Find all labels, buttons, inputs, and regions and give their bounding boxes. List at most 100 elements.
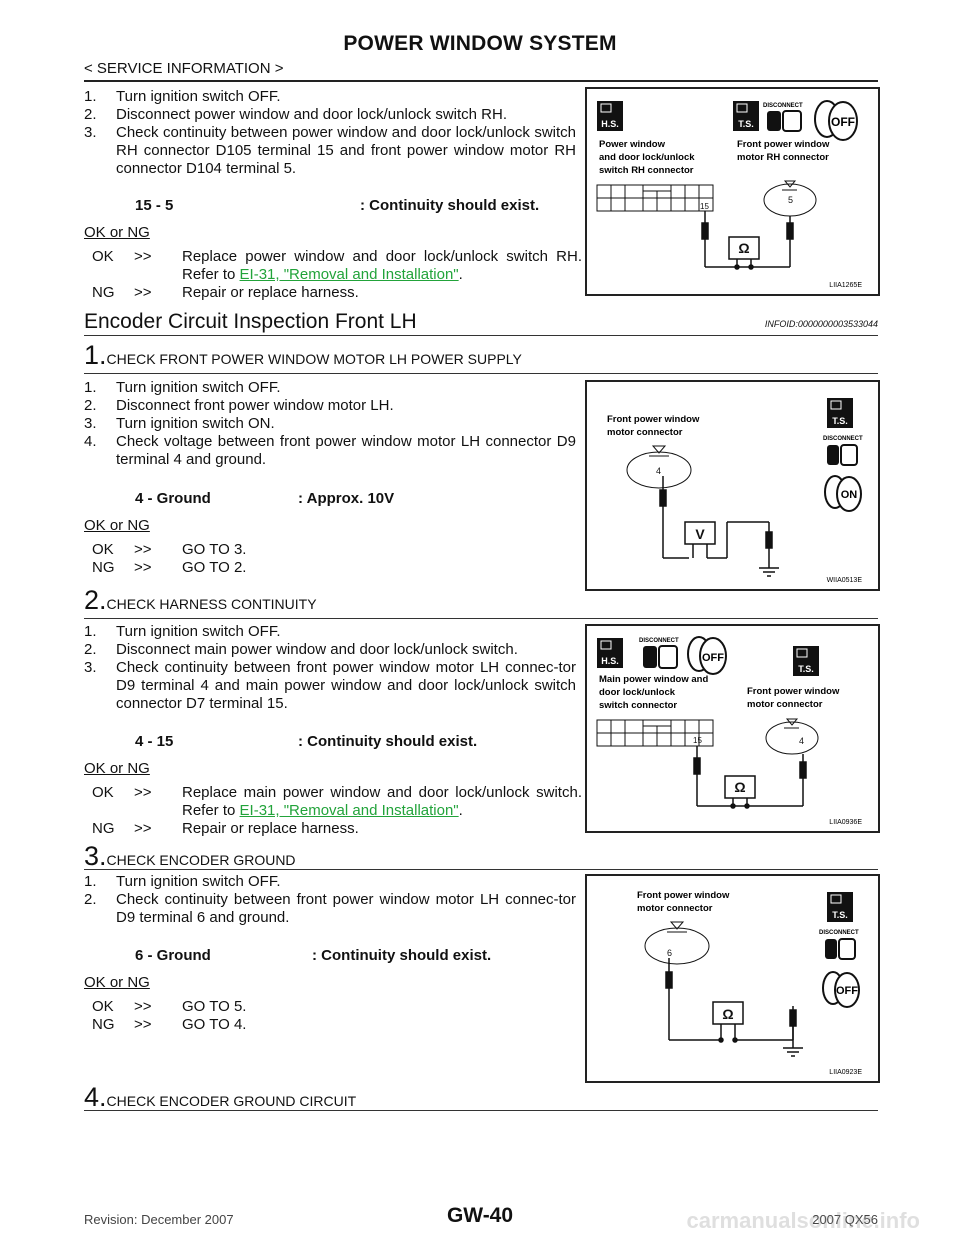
spec-terminals: 6 - Ground — [135, 947, 211, 964]
page-number: GW-40 — [446, 1204, 514, 1227]
step-number: 1. — [84, 88, 97, 105]
step-rule — [84, 618, 878, 619]
figure-motor-lh-voltage: Front power window motor connector T.S. … — [585, 380, 880, 591]
hs-icon: H.S. — [597, 638, 623, 668]
ok-or-ng-heading: OK or NG — [84, 517, 150, 534]
ok-result: OK>>GO TO 5. — [92, 998, 247, 1015]
svg-text:DISCONNECT: DISCONNECT — [763, 103, 803, 109]
list-item: 2.Disconnect main power window and door … — [84, 641, 518, 658]
ng-label: NG — [92, 284, 115, 301]
svg-text:Main power window and: Main power window and — [599, 674, 708, 685]
svg-text:H.S.: H.S. — [601, 119, 619, 129]
page-title: POWER WINDOW SYSTEM — [343, 32, 617, 55]
list-item: 1.Turn ignition switch OFF. — [84, 379, 281, 396]
disconnect-icon — [827, 445, 839, 465]
removal-installation-link[interactable]: EI-31, "Removal and Installation" — [239, 802, 459, 819]
arrow: >> — [134, 284, 152, 301]
svg-text:Ω: Ω — [738, 240, 749, 256]
step-heading-3: 3.CHECK ENCODER GROUND — [84, 841, 296, 871]
header-rule — [84, 80, 878, 82]
svg-text:Front power window: Front power window — [747, 686, 840, 697]
figure-encoder-ground: Front power window motor connector T.S. … — [585, 874, 880, 1083]
ts-icon: T.S. — [733, 101, 759, 131]
svg-text:T.S.: T.S. — [832, 910, 848, 920]
ts-icon: T.S. — [793, 646, 819, 676]
svg-text:V: V — [695, 526, 705, 542]
list-item: 2. Disconnect power window and door lock… — [84, 106, 576, 124]
disconnect-icon: DISCONNECT — [819, 930, 859, 936]
svg-text:Front power window: Front power window — [607, 414, 700, 425]
spec-value: : Continuity should exist. — [298, 733, 478, 750]
svg-text:Ω: Ω — [734, 779, 745, 795]
step-text: Disconnect power window and door lock/un… — [116, 106, 508, 123]
step-heading-4: 4.CHECK ENCODER GROUND CIRCUIT — [84, 1082, 357, 1112]
svg-text:motor connector: motor connector — [637, 903, 713, 914]
ok-or-ng-heading: OK or NG — [84, 224, 150, 241]
watermark: carmanualsonline.info — [686, 1208, 921, 1233]
svg-text:ON: ON — [841, 489, 858, 501]
list-item: 2.Disconnect front power window motor LH… — [84, 397, 394, 414]
svg-text:motor connector: motor connector — [747, 699, 823, 710]
list-item: 3.Turn ignition switch ON. — [84, 415, 275, 432]
figure-code: LIIA0936E — [829, 819, 862, 826]
svg-text:switch RH connector: switch RH connector — [599, 165, 694, 176]
ok-text: Replace power window and door lock/unloc… — [182, 248, 582, 283]
spec-terminals: 15 - 5 — [135, 197, 174, 214]
ohmmeter-probes: Ω — [701, 211, 794, 270]
spec-value: : Continuity should exist. — [312, 947, 492, 964]
svg-text:Ω: Ω — [722, 1006, 733, 1022]
step-heading-text: CHECK FRONT POWER WINDOW MOTOR LH POWER … — [106, 351, 522, 367]
section-title: Encoder Circuit Inspection Front LH — [84, 310, 417, 333]
ng-result: NG>>Repair or replace harness. — [92, 820, 359, 837]
svg-text:OFF: OFF — [836, 985, 858, 997]
svg-text:4: 4 — [656, 466, 661, 476]
spec-terminals: 4 - Ground — [135, 490, 211, 507]
hs-icon: H.S. — [597, 101, 623, 131]
list-item: 4.Check voltage between front power wind… — [84, 433, 576, 468]
figure-harness-continuity: H.S. DISCONNECT OFF T.S. Main power wind… — [585, 624, 880, 833]
disconnect-icon: DISCONNECT — [823, 436, 863, 442]
list-item: 3.Check continuity between front power w… — [84, 659, 576, 712]
spec-terminals: 4 - 15 — [135, 733, 174, 750]
step-heading-1: 1.CHECK FRONT POWER WINDOW MOTOR LH POWE… — [84, 340, 522, 371]
ohmmeter-probes: Ω — [665, 958, 803, 1057]
svg-text:5: 5 — [788, 195, 793, 205]
info-id: INFOID:0000000003533044 — [764, 319, 878, 329]
step-heading-number: 1. — [84, 340, 107, 370]
ignition-off-icon: OFF — [687, 636, 727, 675]
switch-connector-icon: 15 — [596, 184, 714, 212]
removal-installation-link[interactable]: EI-31, "Removal and Installation" — [239, 266, 459, 283]
ng-result: NG>>GO TO 4. — [92, 1016, 247, 1033]
ignition-off-icon: OFF — [814, 100, 858, 141]
ng-result: NG>>GO TO 2. — [92, 559, 247, 576]
voltmeter-probes: V — [659, 476, 779, 577]
vehicle-model: 2007 QX56 — [812, 1212, 878, 1227]
punct: . — [458, 266, 463, 283]
svg-text:T.S.: T.S. — [832, 416, 848, 426]
svg-text:6: 6 — [667, 948, 672, 958]
svg-text:OFF: OFF — [702, 652, 724, 664]
figure-code: LIIA1265E — [829, 282, 862, 289]
arrow: >> — [134, 248, 152, 265]
motor-connector-icon: 4 — [765, 718, 819, 755]
motor-connector-icon: 6 — [644, 921, 710, 965]
svg-text:OFF: OFF — [831, 115, 855, 129]
svg-text:motor connector: motor connector — [607, 427, 683, 438]
list-item: 1.Turn ignition switch OFF. — [84, 873, 281, 890]
revision-date: Revision: December 2007 — [84, 1212, 234, 1227]
ok-or-ng-heading: OK or NG — [84, 974, 150, 991]
step-text: Check continuity between power window an… — [116, 124, 576, 177]
ok-result: OK>> Replace main power window and door … — [92, 784, 582, 819]
step-rule — [84, 869, 878, 870]
svg-text:Front power window: Front power window — [737, 139, 830, 150]
figure-switch-rh-continuity: H.S. T.S. DISCONNECT OFF Power window an… — [585, 87, 880, 296]
ng-result: NG >> Repair or replace harness. — [92, 284, 582, 304]
svg-text:T.S.: T.S. — [738, 119, 754, 129]
section-breadcrumb: < SERVICE INFORMATION > — [84, 60, 284, 77]
figure-code: WIIA0513E — [827, 577, 863, 584]
step-rule — [84, 1110, 878, 1111]
step-rule — [84, 373, 878, 374]
svg-text:Power window: Power window — [599, 139, 666, 150]
list-item: 2.Check continuity between front power w… — [84, 891, 576, 926]
ignition-off-icon: OFF — [822, 971, 860, 1008]
